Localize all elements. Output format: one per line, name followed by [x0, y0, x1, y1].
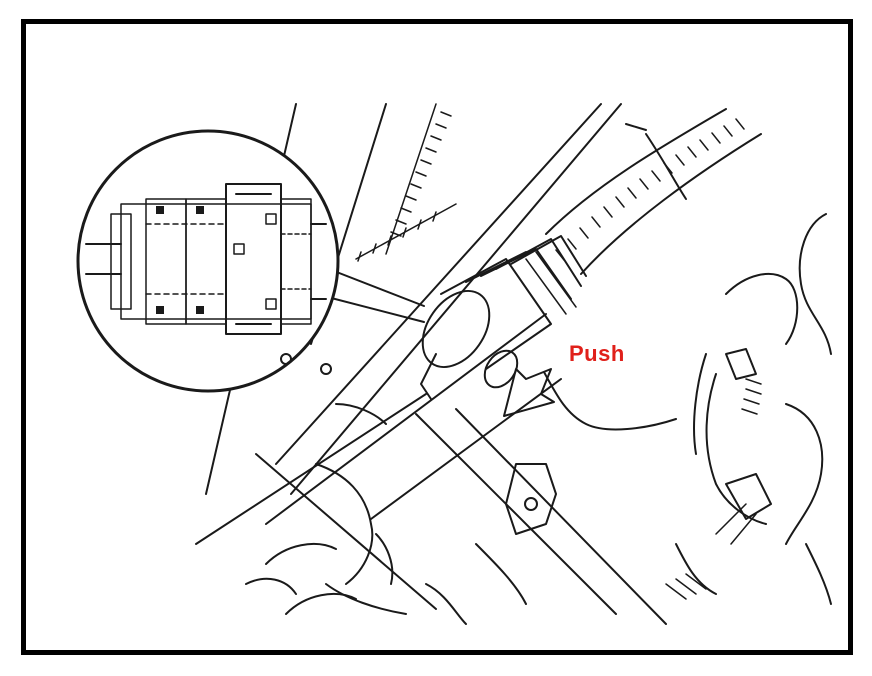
frame-rails: [195, 103, 667, 625]
push-label: Push: [569, 341, 625, 366]
diagram-frame: Push: [21, 19, 853, 655]
hatched-edge-upper: [355, 103, 457, 262]
corrugated-hose: [545, 108, 762, 275]
push-arrow-icon: [503, 368, 677, 431]
magnifier-inset: [76, 129, 340, 393]
lower-left-details: [245, 353, 527, 625]
illustration: [76, 103, 832, 625]
lower-bracket: [265, 403, 557, 615]
quick-connector: [420, 235, 587, 400]
right-components: [665, 213, 832, 605]
